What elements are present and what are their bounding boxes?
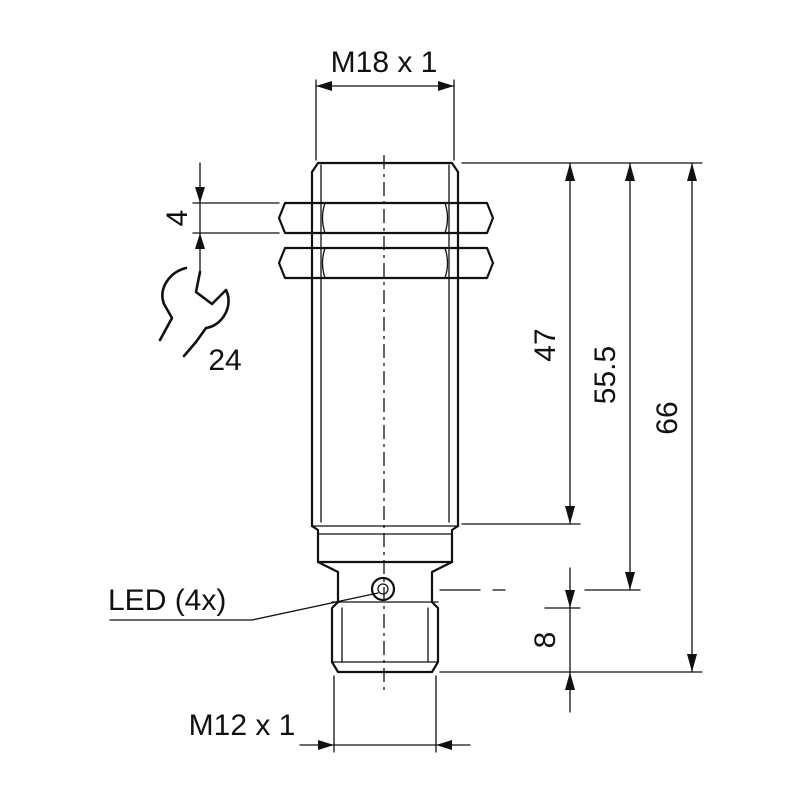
wrench-icon [158,266,230,358]
dim-right-extensions [439,162,703,673]
label-dim-66: 66 [651,401,684,434]
hex-nut-upper [277,201,495,235]
label-dim-8: 8 [529,632,562,649]
label-led: LED (4x) [108,584,226,617]
label-dim-47: 47 [529,328,562,361]
hex-nut-lower [277,246,495,280]
led-indicator [370,576,396,602]
dim-thread-bottom: M12 x 1 [189,675,471,753]
dim-47: 47 [529,162,575,525]
dim-nut-thickness: 4 [161,162,280,273]
dim-8: 8 [529,567,581,713]
label-thread-bottom: M12 x 1 [189,709,296,742]
dim-66: 66 [651,162,697,673]
label-thread-top: M18 x 1 [331,46,438,79]
led-leader: LED (4x) [108,584,379,621]
label-wrench-size: 24 [208,344,241,377]
dim-thread-top: M18 x 1 [315,46,455,161]
dim-55-5: 55.5 [589,162,635,591]
label-nut-thickness: 4 [161,210,194,227]
sensor-housing [310,161,460,674]
label-dim-55-5: 55.5 [589,346,622,404]
